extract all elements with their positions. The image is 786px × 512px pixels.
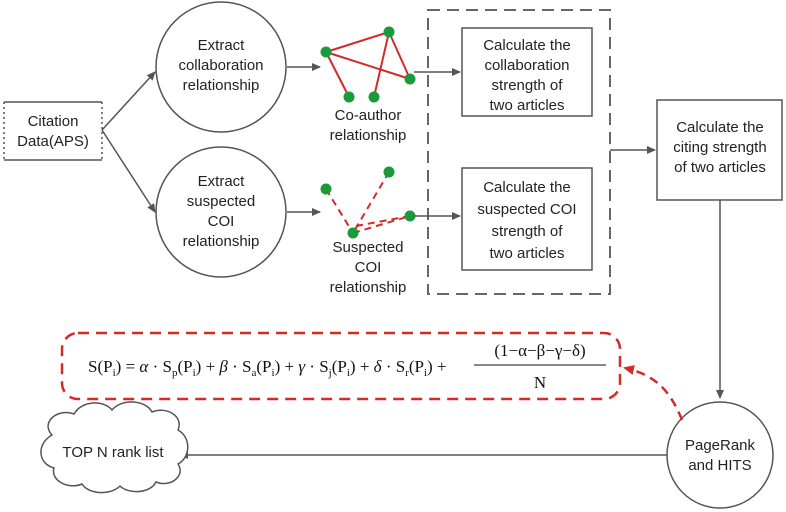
arrow-citation-to-collab [101,71,156,131]
extract-coi-line-4: relationship [183,233,260,250]
calc-coi-line-4: two articles [489,245,564,262]
calc-citing-line-2: citing strength [673,139,766,156]
coauthor-label-1: Co-author [335,107,402,124]
calc-coi-node: Calculate the suspected COI strength of … [461,167,593,271]
coauthor-graph [320,26,416,103]
calc-citing-line-1: Calculate the [676,119,764,136]
calc-citing-line-3: of two articles [674,159,766,176]
calc-collab-line-4: two articles [489,97,564,114]
calc-collab-line-1: Calculate the [483,37,571,54]
calc-collab-line-2: collaboration [484,57,569,74]
formula-box [60,331,622,401]
extract-collab-line-3: relationship [183,77,260,94]
arrow-pagerank-to-formula [623,365,684,421]
score-formula: S(Pi) = α · Sp(Pi) + β · Sa(Pi) + γ · Sj… [88,341,606,392]
suspected-coi-graph [320,166,416,239]
calc-collab-line-3: strength of [492,77,564,94]
citation-label-2: Data(APS) [17,133,89,150]
svg-text:S(Pi) = α · Sp(Pi) + β · Sa(Pi: S(Pi) = α · Sp(Pi) + β · Sa(Pi) + γ · Sj… [88,357,447,379]
extract-coi-node: Extract suspected COI relationship [155,146,287,278]
citation-data-node: Citation Data(APS) [3,101,103,161]
calc-coi-line-2: suspected COI [477,201,576,218]
arrow-citation-to-coi [101,129,156,213]
formula-numerator: (1−α−β−γ−δ) [494,341,585,360]
calc-collaboration-node: Calculate the collaboration strength of … [461,27,593,117]
suspected-coi-label-1: Suspected [333,239,404,256]
suspected-coi-label-3: relationship [330,279,407,296]
pagerank-hits-node: PageRank and HITS [666,401,774,509]
extract-coi-line-1: Extract [198,173,246,190]
extract-coi-line-3: COI [208,213,235,230]
extract-collab-line-1: Extract [198,37,246,54]
calc-coi-line-3: strength of [492,223,564,240]
pagerank-line-1: PageRank [685,437,756,454]
top-n-label: TOP N rank list [62,444,164,461]
calc-coi-line-1: Calculate the [483,179,571,196]
extract-coi-line-2: suspected [187,193,255,210]
pagerank-line-2: and HITS [688,457,751,474]
calculation-group-box [427,9,611,295]
suspected-coi-label-2: COI [355,259,382,276]
coauthor-label-2: relationship [330,127,407,144]
extract-collab-line-2: collaboration [178,57,263,74]
extract-collaboration-node: Extract collaboration relationship [155,1,287,133]
formula-denominator: N [534,373,546,392]
top-n-rank-list-cloud: TOP N rank list [40,401,189,494]
citation-label-1: Citation [28,113,79,130]
calc-citing-node: Calculate the citing strength of two art… [656,99,783,201]
